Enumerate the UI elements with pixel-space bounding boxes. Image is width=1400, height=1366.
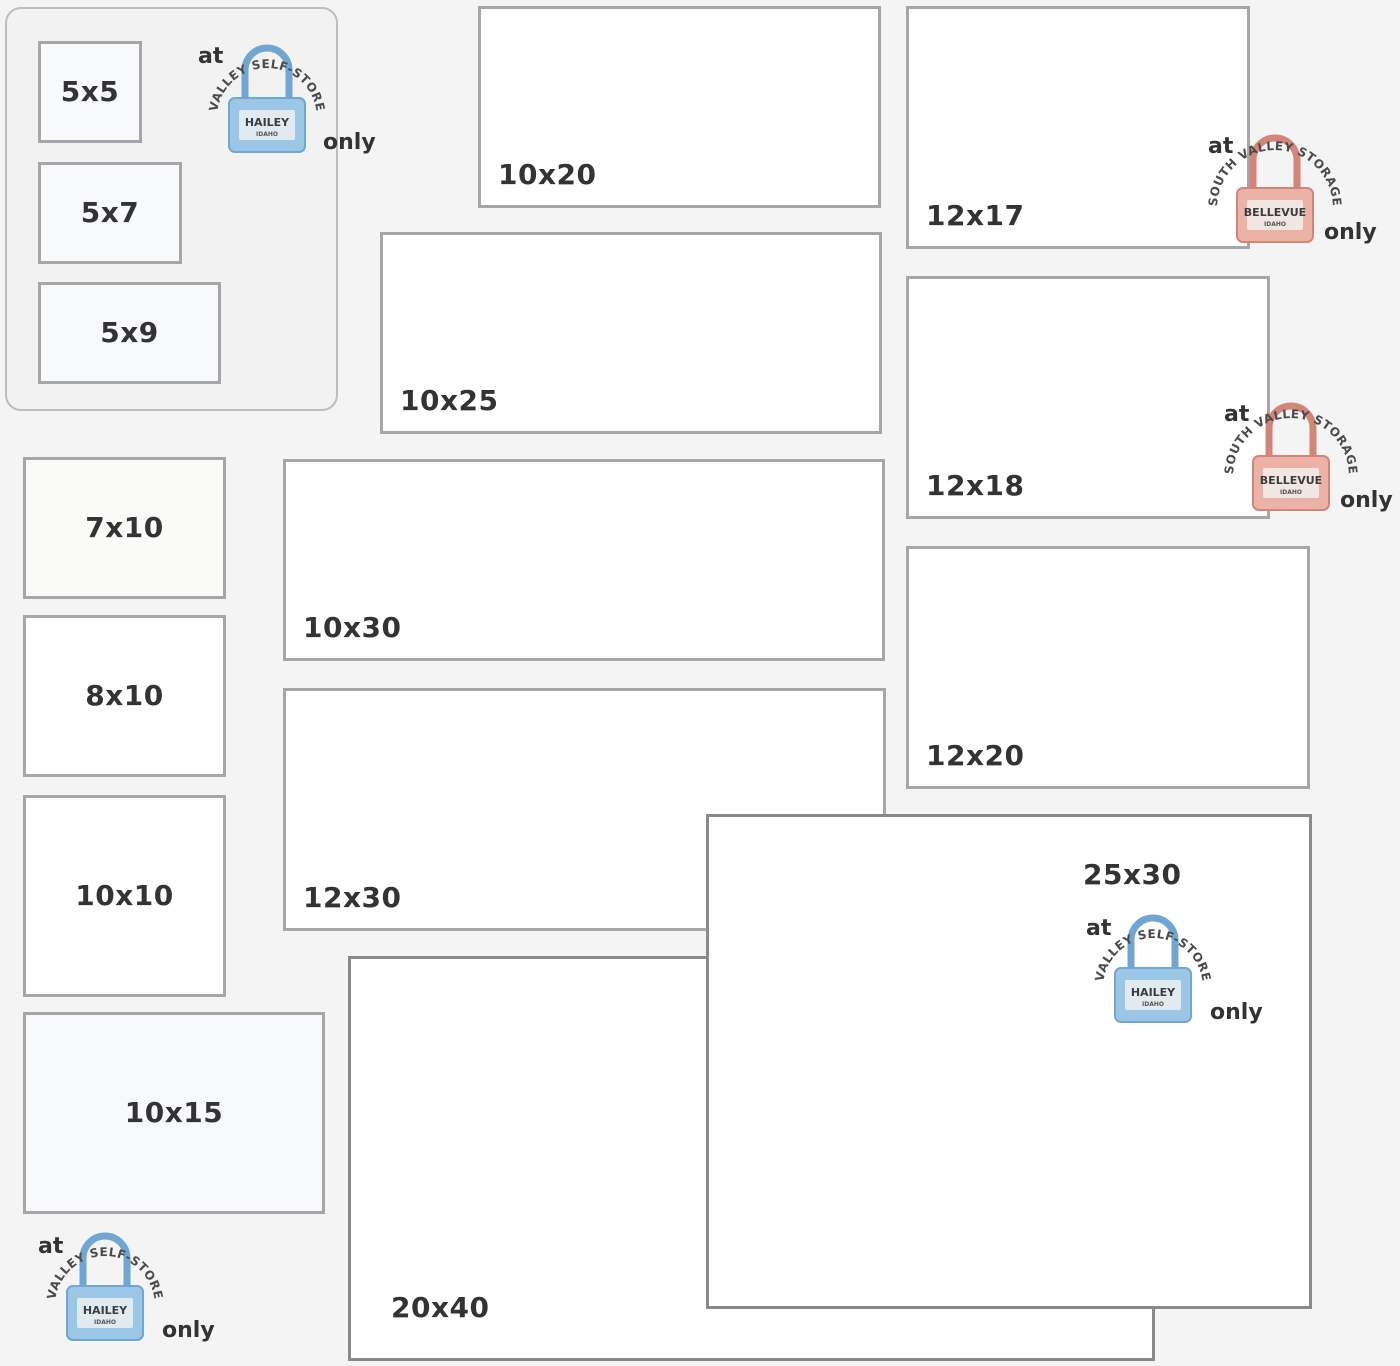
unit-10x20[interactable]: 10x20	[478, 6, 881, 208]
unit-label: 10x10	[75, 879, 174, 912]
padlock-city-text: BELLEVUE	[1260, 474, 1322, 487]
unit-10x30[interactable]: 10x30	[283, 459, 885, 661]
badge-only-text: only	[162, 1318, 215, 1343]
unit-label: 7x10	[85, 511, 164, 544]
unit-label: 25x30	[1083, 858, 1182, 891]
padlock-shackle	[79, 1232, 131, 1288]
unit-5x9[interactable]: 5x9	[38, 282, 221, 384]
unit-12x17[interactable]: 12x17	[906, 6, 1250, 249]
padlock-city-text: HAILEY	[1131, 986, 1176, 999]
unit-5x7[interactable]: 5x7	[38, 162, 182, 264]
unit-label: 10x15	[124, 1096, 224, 1129]
badge-at-text: at	[1208, 134, 1234, 159]
unit-label: 5x5	[60, 75, 120, 108]
unit-label: 5x7	[80, 196, 140, 229]
unit-5x5[interactable]: 5x5	[38, 41, 142, 143]
padlock-shackle	[1249, 134, 1301, 190]
unit-25x30[interactable]: 25x30	[706, 814, 1312, 1309]
unit-label: 5x9	[100, 316, 159, 349]
padlock-plate	[1263, 468, 1319, 498]
padlock-shackle	[241, 44, 293, 100]
padlock-state-text: IDAHO	[1142, 1001, 1164, 1008]
unit-12x20[interactable]: 12x20	[906, 546, 1310, 789]
badge-only-text: only	[1324, 220, 1377, 245]
unit-12x30[interactable]: 12x30	[283, 688, 886, 931]
padlock-state-text: IDAHO	[256, 131, 278, 138]
unit-label: 12x20	[926, 739, 1025, 772]
unit-10x25[interactable]: 10x25	[380, 232, 882, 434]
unit-label: 8x10	[85, 679, 164, 712]
padlock-city-text: HAILEY	[83, 1304, 128, 1317]
unit-label: 20x40	[391, 1291, 490, 1324]
padlock-city-text: BELLEVUE	[1244, 206, 1306, 219]
padlock-plate	[1247, 200, 1303, 230]
badge-only-text: only	[1340, 488, 1393, 513]
unit-label: 10x25	[400, 384, 499, 417]
padlock-shackle	[1265, 402, 1317, 458]
unit-label: 12x18	[926, 469, 1025, 502]
unit-12x18[interactable]: 12x18	[906, 276, 1270, 519]
padlock-shackle	[1127, 914, 1179, 970]
badge-at-text: at	[1086, 916, 1112, 941]
unit-label: 10x30	[303, 611, 402, 644]
badge-only-text: only	[323, 130, 376, 155]
unit-10x15[interactable]: 10x15	[23, 1012, 325, 1214]
unit-10x10[interactable]: 10x10	[23, 795, 226, 997]
padlock-state-text: IDAHO	[1280, 489, 1302, 496]
padlock-state-text: IDAHO	[94, 1319, 116, 1326]
padlock-plate	[77, 1298, 133, 1328]
badge-at-text: at	[198, 44, 224, 69]
unit-8x10[interactable]: 8x10	[23, 615, 226, 777]
padlock-plate	[1125, 980, 1181, 1010]
padlock-plate	[239, 110, 295, 140]
badge-at-text: at	[1224, 402, 1250, 427]
padlock-state-text: IDAHO	[1264, 221, 1286, 228]
unit-7x10[interactable]: 7x10	[23, 457, 226, 599]
unit-label: 12x30	[303, 881, 402, 914]
badge-at-text: at	[38, 1234, 64, 1259]
badge-only-text: only	[1210, 1000, 1263, 1025]
unit-label: 12x17	[926, 199, 1025, 232]
unit-label: 10x20	[498, 158, 597, 191]
padlock-city-text: HAILEY	[245, 116, 290, 129]
